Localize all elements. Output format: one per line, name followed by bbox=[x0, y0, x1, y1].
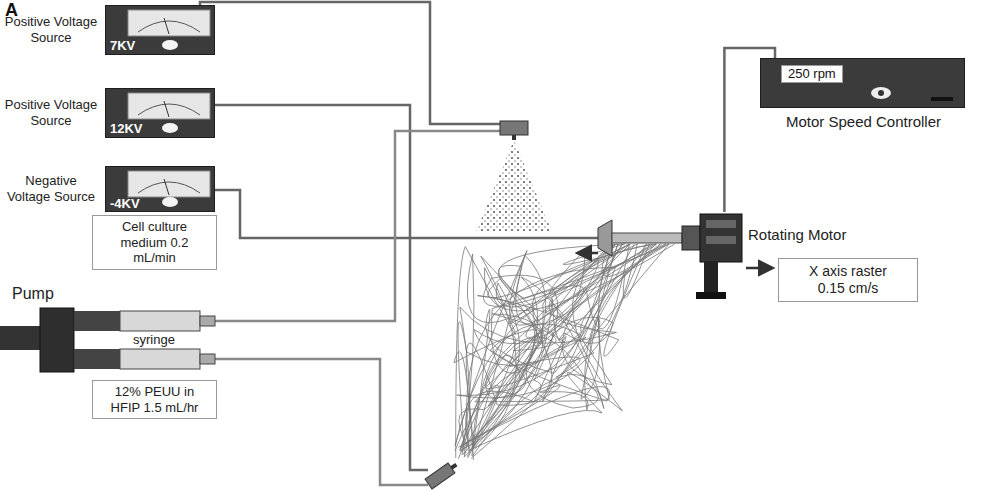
syringe-body bbox=[200, 316, 215, 326]
polymer-fibers bbox=[472, 244, 630, 456]
polymer-fibers bbox=[456, 244, 675, 458]
direction-arrow bbox=[746, 267, 772, 270]
mandrel bbox=[598, 220, 700, 256]
spinneret-nozzle bbox=[500, 121, 528, 135]
panel-letter: A bbox=[5, 0, 18, 21]
voltage-source: Positive Voltage Source7KV bbox=[105, 5, 215, 55]
syringe-body bbox=[74, 349, 120, 369]
spinneret-nozzle bbox=[425, 463, 455, 489]
syringe-body bbox=[120, 311, 200, 331]
raster-box: X axis raster 0.15 cm/s bbox=[778, 258, 918, 302]
polymer-fibers bbox=[472, 244, 616, 450]
polymer-fibers bbox=[471, 244, 613, 451]
spinneret-nozzle bbox=[450, 463, 457, 470]
meter-dial bbox=[162, 123, 178, 133]
syringe-body bbox=[200, 354, 215, 364]
flow-box: 12% PEUU in HFIP 1.5 mL/hr bbox=[92, 380, 217, 419]
voltage-source: Negative Voltage Source-4KV bbox=[105, 166, 215, 212]
polymer-fibers bbox=[462, 244, 662, 455]
control-knob bbox=[871, 87, 891, 99]
spinneret-nozzle bbox=[425, 460, 460, 489]
syringe: syringe bbox=[75, 308, 215, 372]
meter-dial bbox=[128, 10, 210, 36]
polymer-fibers bbox=[460, 244, 651, 451]
meter-dial bbox=[128, 93, 210, 119]
node-label: Positive Voltage Source bbox=[3, 97, 99, 128]
control-knob bbox=[931, 97, 953, 101]
node-label: X axis raster 0.15 cm/s bbox=[797, 263, 899, 297]
feed-tube bbox=[215, 131, 500, 321]
motor-body bbox=[696, 292, 726, 299]
mandrel bbox=[682, 226, 700, 250]
polymer-fibers bbox=[472, 244, 629, 448]
direction-arrow bbox=[578, 253, 772, 268]
node-label: Rotating Motor bbox=[748, 226, 846, 244]
meter-dial bbox=[138, 104, 200, 115]
polymer-fibers bbox=[458, 244, 660, 457]
voltage-source: Positive Voltage Source12KV bbox=[105, 88, 215, 138]
node-label: 12% PEUU in HFIP 1.5 mL/hr bbox=[99, 384, 210, 415]
meter-dial bbox=[164, 101, 169, 117]
direction-arrow bbox=[578, 252, 598, 255]
motor-body bbox=[696, 214, 742, 299]
node-value: Motor Speed Controller bbox=[756, 113, 971, 131]
electrospray-cone bbox=[476, 140, 552, 232]
node-value: -4KV bbox=[110, 196, 140, 212]
meter-dial bbox=[128, 171, 210, 197]
motor-body bbox=[704, 262, 718, 292]
polymer-fibers bbox=[455, 244, 629, 445]
rotating-motor: Rotating Motor bbox=[688, 212, 744, 264]
polymer-fibers bbox=[471, 244, 618, 458]
meter-dial bbox=[164, 18, 169, 34]
node-value: 12KV bbox=[110, 121, 143, 137]
meter-dial bbox=[162, 197, 178, 207]
motor-body bbox=[700, 214, 742, 262]
polymer-fibers bbox=[457, 244, 638, 453]
node-label: 250 rpm bbox=[781, 65, 843, 83]
meter-dial bbox=[138, 21, 200, 32]
syringe-pump: Pumpsyringe bbox=[0, 308, 215, 372]
pump-body bbox=[0, 308, 74, 372]
polymer-fibers bbox=[462, 244, 656, 452]
meter-dial bbox=[164, 179, 169, 195]
mandrel bbox=[612, 233, 682, 243]
motor-body bbox=[706, 236, 736, 244]
syringe-body bbox=[120, 349, 200, 369]
polymer-fibers bbox=[454, 244, 675, 460]
meter-dial bbox=[162, 40, 178, 50]
syringe-body bbox=[74, 311, 120, 331]
node-label: Negative Voltage Source bbox=[3, 173, 99, 204]
spinneret-nozzle bbox=[512, 135, 516, 140]
polymer-fibers bbox=[460, 244, 666, 447]
mandrel bbox=[598, 220, 612, 256]
speed-controller: 250 rpmMotor Speed Controller bbox=[760, 58, 965, 108]
node-value: 7KV bbox=[110, 38, 135, 54]
meter-dial bbox=[138, 182, 200, 193]
syringe-body bbox=[74, 311, 215, 369]
control-knob bbox=[878, 90, 884, 96]
polymer-fibers bbox=[458, 244, 665, 447]
node-label: syringe bbox=[133, 332, 175, 348]
flow-box: Cell culture medium 0.2 mL/min bbox=[92, 215, 217, 270]
feed-tube bbox=[215, 359, 428, 485]
pump-body bbox=[0, 326, 42, 350]
motor-body bbox=[706, 220, 736, 228]
pump-body bbox=[40, 308, 74, 372]
node-label: Pump bbox=[12, 284, 54, 303]
polymer-fibers bbox=[472, 244, 618, 456]
node-label: Cell culture medium 0.2 mL/min bbox=[99, 219, 210, 266]
feed-tube bbox=[215, 131, 500, 485]
